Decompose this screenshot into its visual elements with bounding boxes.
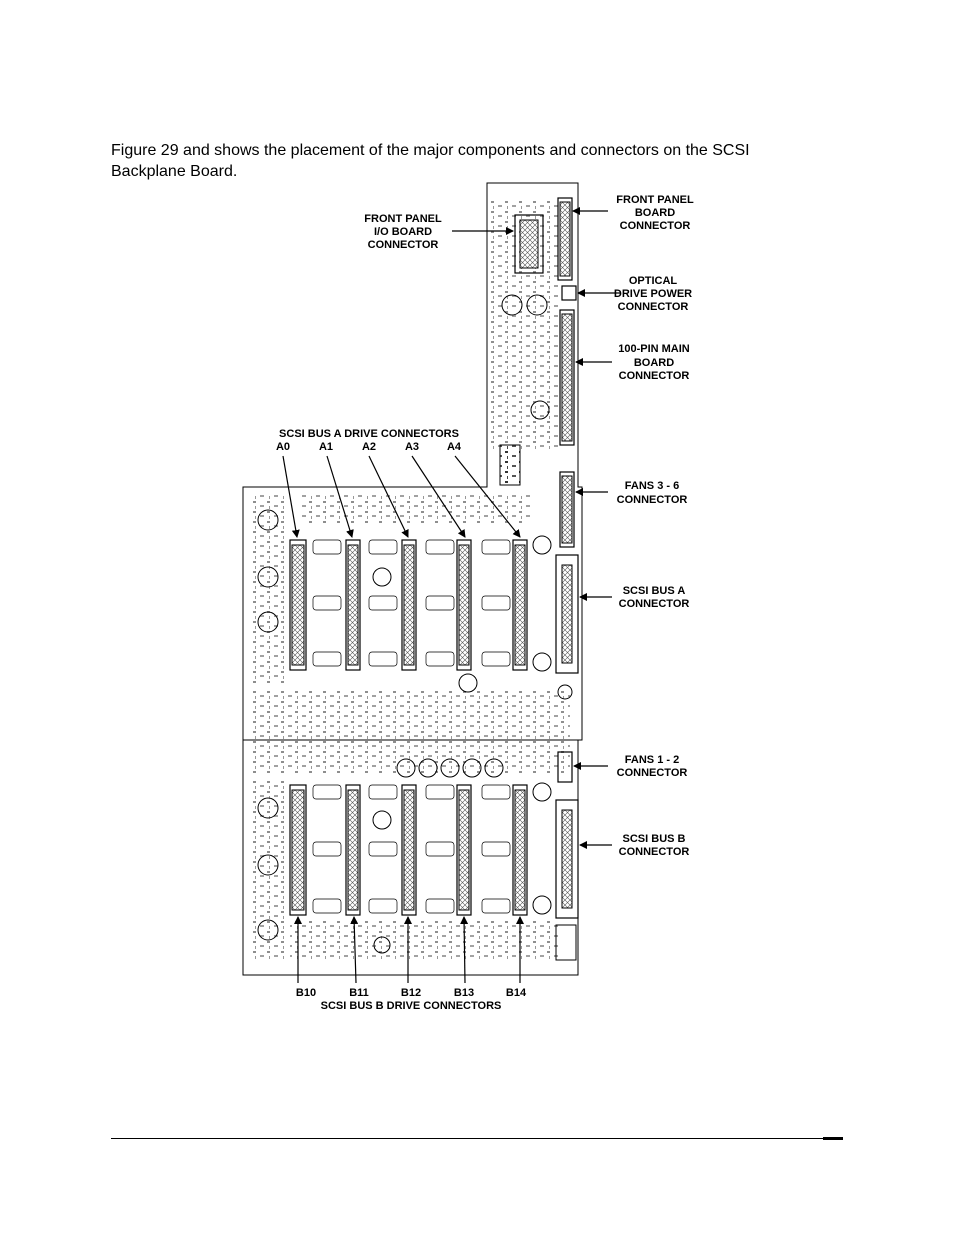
- bus-b-title: SCSI BUS B DRIVE CONNECTORS: [321, 1000, 502, 1012]
- svg-text:CONNECTOR: CONNECTOR: [617, 494, 688, 506]
- svg-text:CONNECTOR: CONNECTOR: [620, 220, 691, 232]
- drive-label-a4: A4: [447, 441, 462, 453]
- svg-text:CONNECTOR: CONNECTOR: [619, 846, 690, 858]
- svg-text:I/O BOARD: I/O BOARD: [374, 226, 432, 238]
- label-optical-drive-power: OPTICAL DRIVE POWER CONNECTOR: [614, 275, 692, 313]
- drive-label-b13: B13: [454, 987, 474, 999]
- footer-rule: [111, 1138, 843, 1139]
- svg-text:100-PIN MAIN: 100-PIN MAIN: [618, 343, 690, 355]
- svg-text:OPTICAL: OPTICAL: [629, 275, 678, 287]
- svg-text:CONNECTOR: CONNECTOR: [617, 767, 688, 779]
- label-front-panel-board: FRONT PANEL BOARD CONNECTOR: [616, 194, 694, 232]
- svg-text:DRIVE POWER: DRIVE POWER: [614, 288, 692, 300]
- svg-text:CONNECTOR: CONNECTOR: [619, 598, 690, 610]
- intro-paragraph: Figure 29 and shows the placement of the…: [111, 140, 831, 182]
- label-fans-1-2: FANS 1 - 2 CONNECTOR: [617, 754, 688, 779]
- svg-text:FANS 1 - 2: FANS 1 - 2: [625, 754, 679, 766]
- bus-b-drive-slots: [257, 751, 579, 961]
- svg-text:CONNECTOR: CONNECTOR: [368, 239, 439, 251]
- drive-label-b11: B11: [349, 987, 369, 999]
- svg-text:FRONT PANEL: FRONT PANEL: [364, 213, 442, 225]
- drive-label-a0: A0: [276, 441, 290, 453]
- svg-text:CONNECTOR: CONNECTOR: [619, 370, 690, 382]
- svg-text:BOARD: BOARD: [634, 357, 674, 369]
- svg-text:SCSI BUS B: SCSI BUS B: [623, 833, 686, 845]
- intro-line-2: Backplane Board.: [111, 163, 238, 180]
- component-texture: [250, 200, 570, 960]
- label-100-pin-main-board: 100-PIN MAIN BOARD CONNECTOR: [618, 343, 690, 382]
- svg-text:CONNECTOR: CONNECTOR: [618, 301, 689, 313]
- bus-a-drive-slots: [257, 509, 579, 700]
- svg-text:FRONT PANEL: FRONT PANEL: [616, 194, 694, 206]
- drive-label-b12: B12: [401, 987, 421, 999]
- drive-label-a1: A1: [319, 441, 333, 453]
- svg-text:SCSI BUS A: SCSI BUS A: [623, 585, 686, 597]
- intro-line-1: Figure 29 and shows the placement of the…: [111, 142, 750, 159]
- leader-arrows: [282, 207, 620, 984]
- svg-text:FANS 3 - 6: FANS 3 - 6: [625, 480, 679, 492]
- drive-label-a2: A2: [362, 441, 376, 453]
- drive-label-b14: B14: [506, 987, 527, 999]
- drive-label-b10: B10: [296, 987, 316, 999]
- bus-a-title: SCSI BUS A DRIVE CONNECTORS: [279, 428, 459, 440]
- svg-text:BOARD: BOARD: [635, 207, 675, 219]
- footer-mark: [823, 1137, 843, 1140]
- label-fans-3-6: FANS 3 - 6 CONNECTOR: [617, 480, 688, 506]
- top-section-parts: [499, 197, 577, 548]
- label-scsi-bus-a-connector: SCSI BUS A CONNECTOR: [619, 585, 690, 610]
- label-front-panel-io: FRONT PANEL I/O BOARD CONNECTOR: [364, 213, 442, 251]
- drive-label-a3: A3: [405, 441, 419, 453]
- label-scsi-bus-b-connector: SCSI BUS B CONNECTOR: [619, 833, 690, 858]
